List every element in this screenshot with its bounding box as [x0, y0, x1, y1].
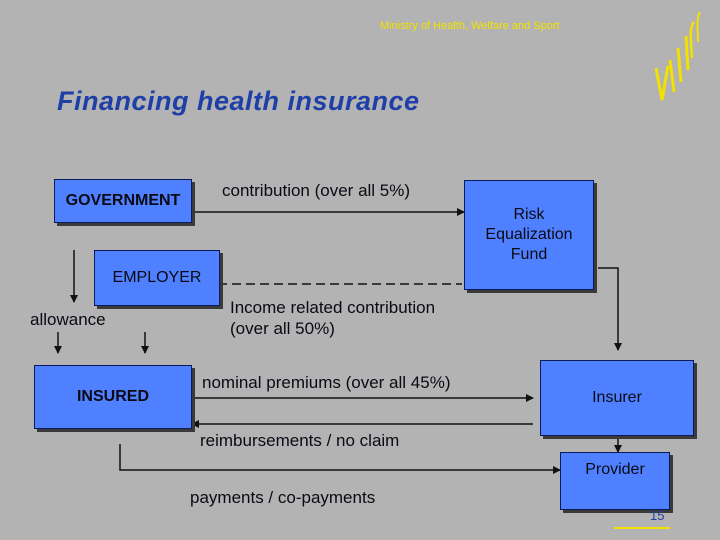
risk-equalization-fund-label: Risk Equalization Fund [485, 206, 573, 263]
risk-equalization-fund-box: Risk Equalization Fund [464, 180, 594, 290]
ministry-name: Ministry of Health, Welfare and Sport [380, 20, 560, 32]
income-related-label-line2: (over all 50%) [230, 319, 335, 338]
contribution-label: contribution (over all 5%) [222, 181, 411, 200]
insurer-label: Insurer [592, 389, 642, 406]
government-box: GOVERNMENT [54, 179, 192, 223]
government-label: GOVERNMENT [65, 192, 181, 209]
arrow-payments [119, 444, 561, 474]
insured-box: INSURED [34, 365, 192, 429]
insurer-box: Insurer [540, 360, 694, 436]
payments-label: payments / co-payments [190, 488, 376, 507]
employer-box: EMPLOYER [94, 250, 220, 306]
slide-title: Financing health insurance [57, 86, 420, 116]
provider-label: Provider [585, 461, 645, 478]
provider-box: Provider [560, 452, 670, 510]
ministry-logo-icon [654, 11, 701, 101]
arrow-fund-to-insurer [598, 267, 622, 351]
nominal-premiums-label: nominal premiums (over all 45%) [202, 373, 451, 392]
page-number: 15 [650, 508, 665, 523]
reimbursements-label: reimbursements / no claim [200, 431, 400, 450]
insured-label: INSURED [76, 388, 149, 405]
allowance-label: allowance [30, 310, 106, 329]
income-related-label-line1: Income related contribution [230, 298, 436, 317]
employer-label: EMPLOYER [112, 269, 202, 286]
page-number-underline [614, 527, 670, 529]
